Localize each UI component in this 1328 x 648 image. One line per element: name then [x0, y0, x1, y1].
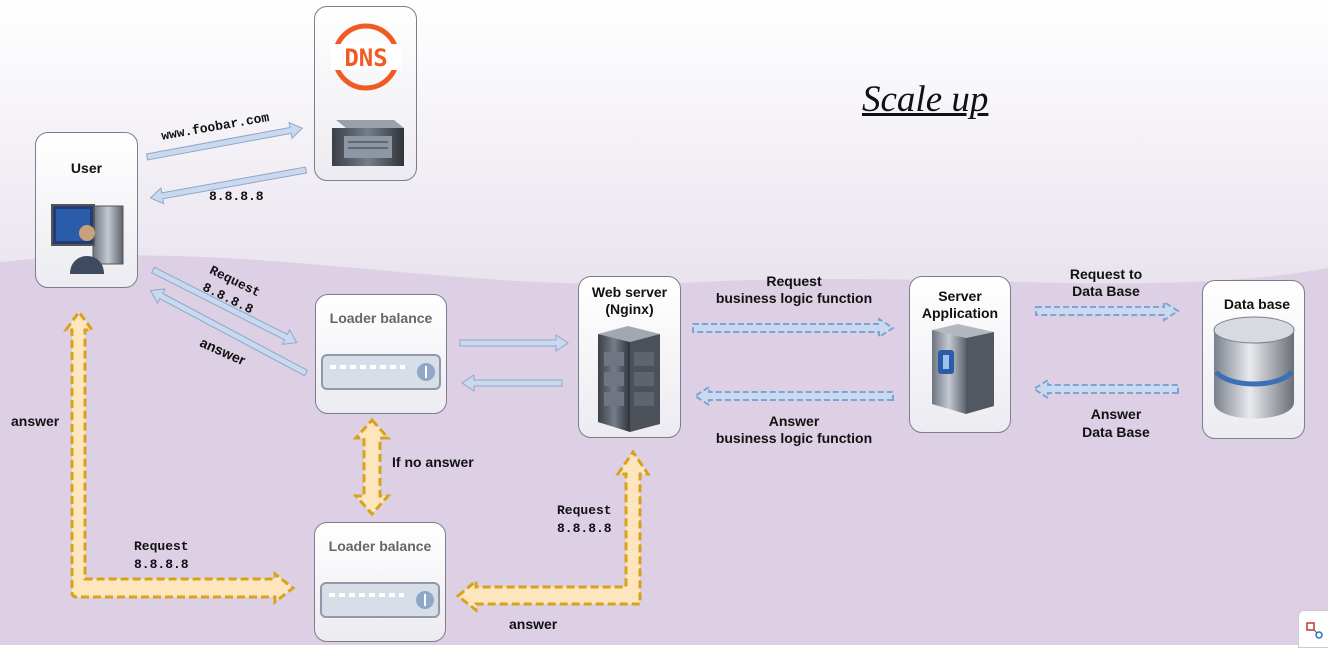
label-dns-answer: 8.8.8.8	[209, 189, 264, 204]
database-cylinder-icon	[1213, 316, 1295, 419]
arrow-if-no-answer	[352, 417, 392, 517]
user-label: User	[70, 160, 103, 176]
solid-arrows	[145, 121, 569, 392]
failover-arrows	[63, 309, 651, 614]
arrow-loader-to-webserver	[459, 334, 569, 352]
label-answer-blf-line2: business logic function	[715, 430, 873, 446]
arrow-database-to-app	[1032, 378, 1179, 400]
label-request-db-line2: Data Base	[1072, 283, 1140, 299]
arrow-app-to-database	[1035, 300, 1180, 322]
loader-balance-top-label: Loader balance	[329, 310, 433, 326]
server-application-tower-icon	[932, 324, 994, 414]
arrow-app-to-webserver	[693, 385, 894, 407]
arrow-user-to-loader	[150, 266, 298, 345]
corner-widget-button[interactable]	[1298, 610, 1328, 648]
arrow-webserver-to-loader	[461, 374, 563, 392]
label-request-blf-line2: business logic function	[715, 290, 873, 306]
dns-logo-text: DNS	[344, 44, 387, 72]
label-request-blf-line1: Request	[766, 273, 822, 289]
label-request-bottom-right-line1: Request	[557, 503, 612, 518]
user-computer-icon	[51, 204, 124, 274]
server-app-label-line2: Application	[921, 305, 999, 321]
load-balancer-top-icon	[321, 354, 441, 390]
label-answer-left: answer	[11, 413, 60, 429]
load-balancer-bottom-icon	[320, 582, 440, 618]
arrow-user-to-dns	[145, 121, 304, 161]
web-server-label-line2: (Nginx)	[605, 301, 654, 317]
label-answer-db-line2: Data Base	[1082, 424, 1150, 440]
label-answer-db-line1: Answer	[1090, 406, 1142, 422]
dns-server-icon	[332, 120, 404, 166]
web-server-label-line1: Web server	[591, 284, 668, 300]
server-app-label-line1: Server	[938, 288, 982, 304]
arrow-webserver-to-app	[692, 317, 895, 339]
arrow-dns-to-user	[149, 166, 308, 205]
label-request-bottom-left-line1: Request	[134, 539, 189, 554]
arrow-failover-left-loop	[63, 309, 296, 606]
label-request-bottom-right-line2: 8.8.8.8	[557, 521, 612, 536]
database-label: Data base	[1223, 296, 1291, 312]
arrow-loader-to-user	[149, 288, 309, 377]
label-if-no-answer: If no answer	[392, 454, 474, 470]
label-answer-blf-line1: Answer	[768, 413, 820, 429]
diagram-editor-icon	[1306, 622, 1323, 639]
dashed-arrows	[692, 300, 1180, 407]
arrow-failover-right-loop	[455, 449, 651, 614]
diagram-title: Scale up	[862, 79, 989, 120]
web-server-rack-icon	[598, 326, 660, 432]
label-answer-bottom: answer	[509, 616, 558, 632]
label-request-db-line1: Request to	[1069, 266, 1143, 282]
dns-logo-icon: DNS	[331, 23, 401, 91]
label-request-bottom-left-line2: 8.8.8.8	[134, 557, 189, 572]
loader-balance-bottom-label: Loader balance	[328, 538, 432, 554]
